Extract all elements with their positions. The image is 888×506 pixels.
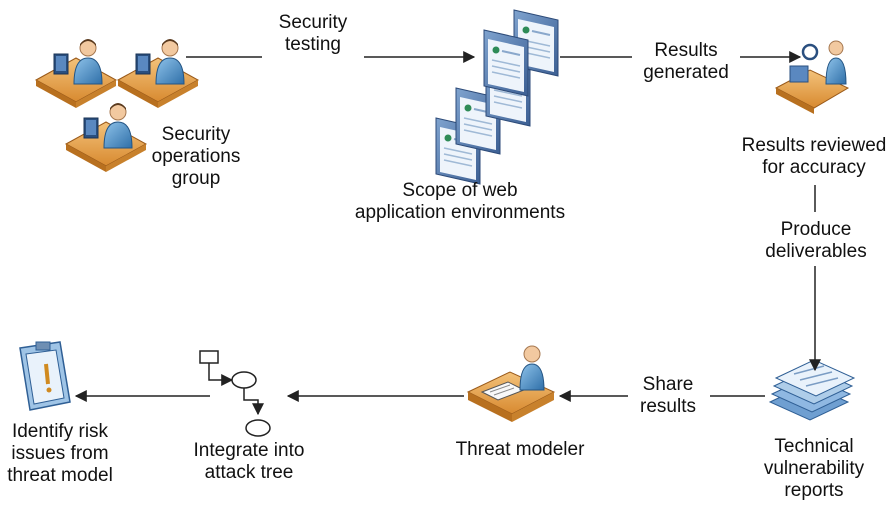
workstation-person-icon [35,38,117,109]
label-technical-reports: Technical vulnerability reports [763,436,865,501]
document-stack-icon [768,359,856,421]
workstation-person-icon [117,38,199,109]
label-scope-of-web-app: Scope of web application environments [354,180,566,223]
label-threat-modeler: Threat modeler [455,439,585,460]
attack-tree-icon [199,350,271,437]
label-security-operations-group: Security operations group [151,124,241,189]
threat-modeler-icon [466,345,556,422]
label-security-testing: Security testing [278,12,348,55]
clipboard-warning-icon [19,341,71,411]
label-share-results: Share results [640,374,696,417]
label-integrate-attack-tree: Integrate into attack tree [193,440,305,483]
reviewer-person-icon [774,40,850,114]
browser-window-icon [483,29,529,97]
label-results-reviewed: Results reviewed for accuracy [741,135,887,178]
label-identify-risk: Identify risk issues from threat model [7,421,113,486]
label-produce-deliverables: Produce deliverables [765,219,867,262]
workstation-person-icon [65,102,147,173]
label-results-generated: Results generated [643,40,729,83]
